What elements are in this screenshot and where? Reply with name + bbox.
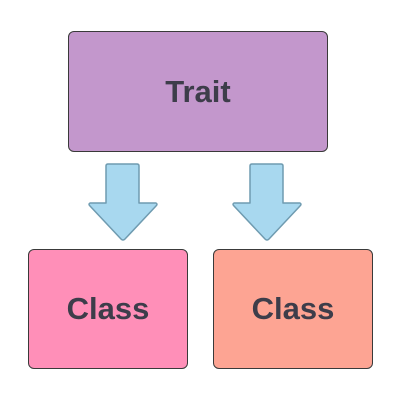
arrow-down-icon [232,163,302,241]
trait-node-label: Trait [165,73,231,109]
class-node-left: Class [28,249,188,369]
class-node-right-label: Class [251,291,335,326]
trait-node: Trait [68,31,328,152]
class-node-right: Class [213,249,373,369]
arrow-down-icon [88,163,158,241]
arrow-left-shape [88,163,158,241]
class-node-left-label: Class [66,291,150,326]
arrow-right-shape [232,163,302,241]
